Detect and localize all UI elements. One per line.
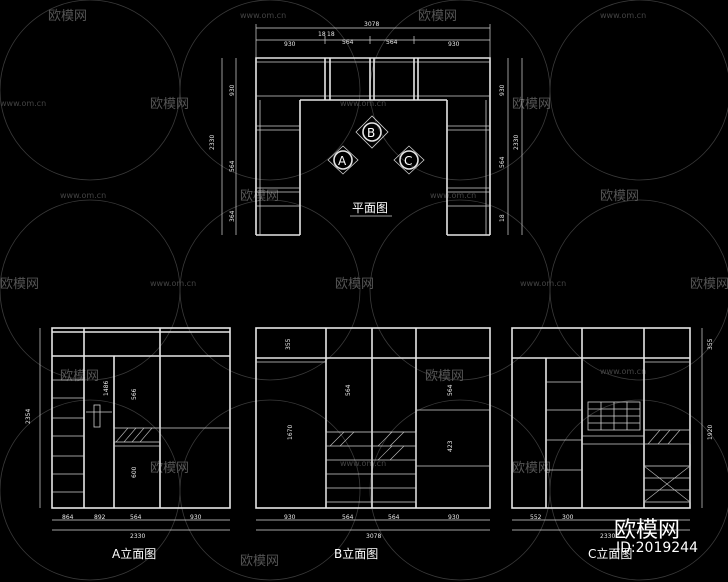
- dim-label: 18: [318, 31, 326, 38]
- watermark-brand: 欧模网: [48, 9, 87, 24]
- view-marker-b: B: [355, 115, 389, 149]
- svg-text:C: C: [404, 154, 412, 168]
- dim-label: 564: [229, 160, 236, 172]
- svg-text:A: A: [338, 154, 347, 168]
- dim-label: 364: [229, 210, 236, 222]
- dim-label: 930: [229, 84, 236, 96]
- dim-label: 864: [62, 514, 74, 521]
- watermark-brand: 欧模网: [240, 189, 279, 204]
- dim-label: 552: [530, 514, 542, 521]
- watermark-url: www.om.cn: [240, 11, 286, 20]
- elevation-b: 3078 930 564 564 930 355 1670 564 564 42…: [255, 327, 491, 561]
- dim-label: 2330: [130, 533, 145, 540]
- watermark-texts: 欧模网 www.om.cn 欧模网 www.om.cn www.om.cn 欧模…: [0, 9, 728, 569]
- watermark-url: www.om.cn: [150, 279, 196, 288]
- view-marker-a: A: [327, 145, 359, 175]
- watermark-brand: 欧模网: [150, 461, 189, 476]
- watermark-brand: 欧模网: [150, 97, 189, 112]
- dim-label: 3078: [366, 533, 381, 540]
- dim-label: 564: [386, 39, 398, 46]
- watermark-brand: 欧模网: [335, 277, 374, 292]
- elevation-a-title: A立面图: [112, 546, 156, 561]
- dim-label: 564: [342, 39, 354, 46]
- watermark-brand: 欧模网: [60, 369, 99, 384]
- dim-label: 1670: [287, 425, 294, 440]
- watermark-url: www.om.cn: [430, 191, 476, 200]
- watermark-url: www.om.cn: [340, 459, 386, 468]
- watermark-brand: 欧模网: [240, 554, 279, 569]
- dim-label: 1486: [103, 381, 110, 396]
- plan-title: 平面图: [352, 201, 388, 215]
- watermark-brand: 欧模网: [690, 277, 728, 292]
- dim-label: 423: [447, 440, 454, 452]
- dim-label: 564: [345, 384, 352, 396]
- elevation-a: 2354 2330 864 892 564 930 566 1486 600 A…: [25, 327, 231, 561]
- watermark-url: www.om.cn: [340, 99, 386, 108]
- dim-label: 2354: [25, 409, 32, 424]
- dim-label: 930: [284, 41, 296, 48]
- svg-text:B: B: [367, 126, 375, 140]
- dim-label: 930: [284, 514, 296, 521]
- elevation-c-title: C立面图: [588, 546, 632, 561]
- dim-label: 564: [130, 514, 142, 521]
- watermark-url: www.om.cn: [60, 191, 106, 200]
- dim-label: 564: [388, 514, 400, 521]
- dim-label: 892: [94, 514, 106, 521]
- dim-label: 18: [499, 214, 506, 222]
- dim-label: 930: [448, 41, 460, 48]
- watermark-url: www.om.cn: [600, 367, 646, 376]
- watermark-url: www.om.cn: [0, 99, 46, 108]
- dim-label: 2330: [513, 135, 520, 150]
- watermark-brand: 欧模网: [418, 9, 457, 24]
- dim-label: 930: [499, 84, 506, 96]
- dim-label: 3078: [364, 21, 379, 28]
- dim-label: 930: [448, 514, 460, 521]
- watermark-brand: 欧模网: [512, 97, 551, 112]
- watermark-brand: 欧模网: [512, 461, 551, 476]
- watermark-brand: 欧模网: [600, 189, 639, 204]
- dim-label: 564: [447, 384, 454, 396]
- dim-label: 355: [285, 338, 292, 350]
- elevation-b-title: B立面图: [334, 546, 378, 561]
- elevation-c: 552 300 2330 355 1920 C立面图: [511, 327, 714, 561]
- plan-view: 3078 930 564 564 930 18 18 2330 930 564 …: [209, 21, 523, 236]
- dim-label: 355: [707, 338, 714, 350]
- dim-label: 2330: [600, 533, 615, 540]
- dim-label: 930: [190, 514, 202, 521]
- watermark-brand: 欧模网: [0, 277, 39, 292]
- dim-label: 600: [131, 466, 138, 478]
- dim-label: 564: [342, 514, 354, 521]
- dim-label: 300: [562, 514, 574, 521]
- view-marker-c: C: [393, 145, 425, 175]
- dim-label: 1920: [707, 425, 714, 440]
- dim-label: 564: [499, 156, 506, 168]
- watermark-url: www.om.cn: [520, 279, 566, 288]
- dim-label: 18: [327, 31, 335, 38]
- watermark-brand-logo: 欧模网: [614, 518, 681, 543]
- watermark-id: ID:2019244: [616, 540, 698, 556]
- dim-label: 566: [131, 388, 138, 400]
- watermark-brand: 欧模网: [425, 369, 464, 384]
- dim-label: 2330: [209, 135, 216, 150]
- watermark-url: www.om.cn: [600, 11, 646, 20]
